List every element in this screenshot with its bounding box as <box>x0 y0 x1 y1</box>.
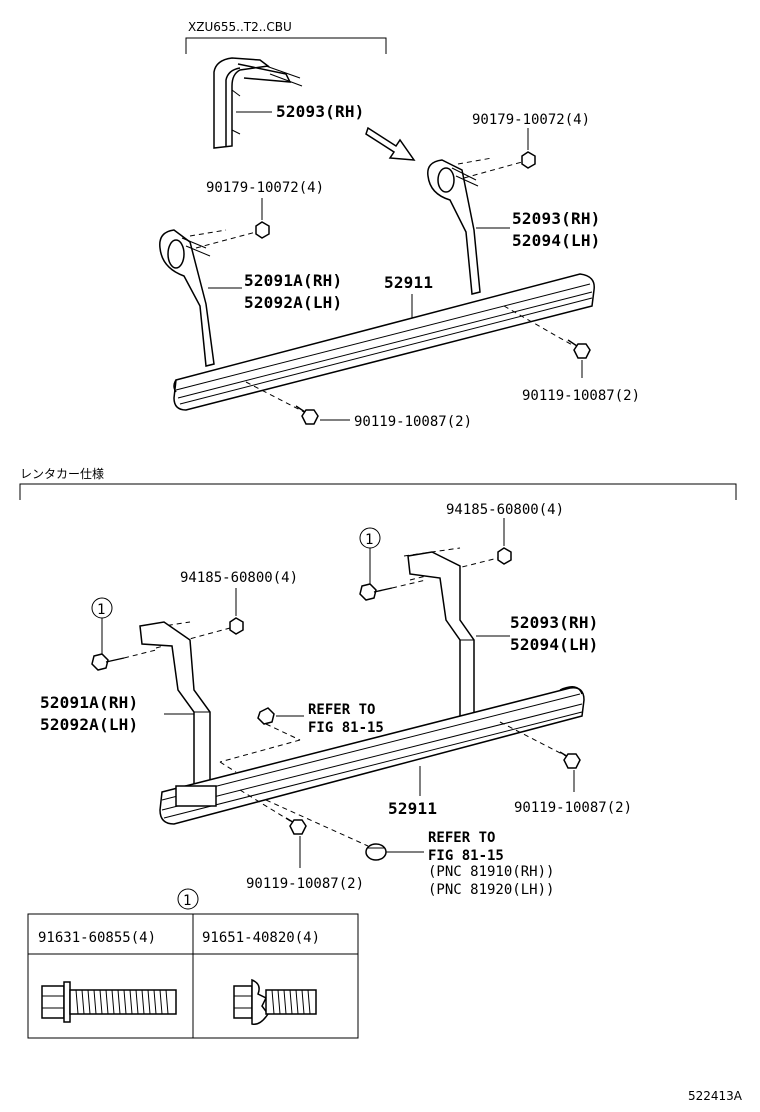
label-52094-right: 52094(LH) <box>512 231 601 250</box>
label-52092a-rental: 52092A(LH) <box>40 715 138 734</box>
callout-1-right: 1 <box>359 527 381 549</box>
bottom-section: 94185-60800(4) 1 52093(RH) 52094(LH) 941… <box>40 502 632 898</box>
bracket-52093-rental <box>407 551 475 721</box>
nut-94185-left <box>229 617 244 635</box>
refer-lower-line1: REFER TO <box>428 830 495 846</box>
table-col-2: 91651-40820(4) <box>202 930 320 946</box>
callout-1-left: 1 <box>91 597 113 619</box>
label-90179-right: 90179-10072(4) <box>472 112 590 128</box>
label-90179-left: 90179-10072(4) <box>206 180 324 196</box>
label-90119-right-rental: 90119-10087(2) <box>514 800 632 816</box>
bolt-90119-right-top <box>567 339 591 359</box>
svg-text:1: 1 <box>97 602 105 618</box>
fastener-table: 1 91631-60855(4) 91651-40820(4) <box>27 888 359 1039</box>
label-90119-bottom-rental: 90119-10087(2) <box>246 876 364 892</box>
refer-lower-line2: FIG 81-15 <box>428 848 504 864</box>
section-label-rental: レンタカー仕様 <box>20 467 104 481</box>
variant-bracket <box>185 37 387 54</box>
label-52092a-top: 52092A(LH) <box>244 293 342 312</box>
bracket-52091a-rental <box>139 621 211 791</box>
figure-code: 522413A <box>688 1089 743 1103</box>
label-52091a-top: 52091A(RH) <box>244 271 342 290</box>
bracket-52091a-left <box>159 229 215 367</box>
label-52093-rental: 52093(RH) <box>510 613 599 632</box>
step-bar-52911-top <box>173 273 595 411</box>
table-col-1: 91631-60855(4) <box>38 930 156 946</box>
bolt-90119-right-rental <box>559 751 581 769</box>
nut-94185-right <box>497 547 512 565</box>
bracket-52093-right <box>427 159 481 295</box>
svg-text:1: 1 <box>183 893 191 909</box>
label-52911-rental: 52911 <box>388 799 437 818</box>
bolt-91651 <box>233 978 317 1026</box>
nut-90179-left <box>255 221 270 239</box>
label-52093-right: 52093(RH) <box>512 209 601 228</box>
top-section: XZU655..T2..CBU 52093(RH) 90179-10072(4) <box>159 20 640 430</box>
svg-text:1: 1 <box>365 532 373 548</box>
direction-arrow <box>365 126 416 161</box>
bolt-91631 <box>41 981 177 1023</box>
refer-upper-line1: REFER TO <box>308 702 375 718</box>
refer-upper-line2: FIG 81-15 <box>308 720 384 736</box>
pnc-lh: (PNC 81920(LH)) <box>428 882 554 898</box>
label-94185-right: 94185-60800(4) <box>446 502 564 518</box>
label-90119-right-top: 90119-10087(2) <box>522 388 640 404</box>
label-52093-top: 52093(RH) <box>276 102 365 121</box>
bolt-callout-left <box>91 653 125 671</box>
clip-refer-lower <box>365 843 387 861</box>
step-bar-52911-rental <box>159 686 585 825</box>
label-90119-bottom-top: 90119-10087(2) <box>354 414 472 430</box>
bracket-52093-variant <box>213 57 303 149</box>
clip-refer-upper <box>257 707 275 725</box>
bolt-90119-bottom-top <box>295 405 319 425</box>
variant-label: XZU655..T2..CBU <box>188 20 292 34</box>
pnc-rh: (PNC 81910(RH)) <box>428 864 554 880</box>
label-52911-top: 52911 <box>384 273 433 292</box>
section-bracket-rental <box>19 483 737 500</box>
label-52094-rental: 52094(LH) <box>510 635 599 654</box>
callout-1-table: 1 <box>177 888 199 910</box>
label-52091a-rental: 52091A(RH) <box>40 693 138 712</box>
bolt-callout-right <box>359 583 393 601</box>
label-94185-left: 94185-60800(4) <box>180 570 298 586</box>
bolt-90119-bottom-rental <box>285 817 307 835</box>
nut-90179-right <box>521 151 536 169</box>
